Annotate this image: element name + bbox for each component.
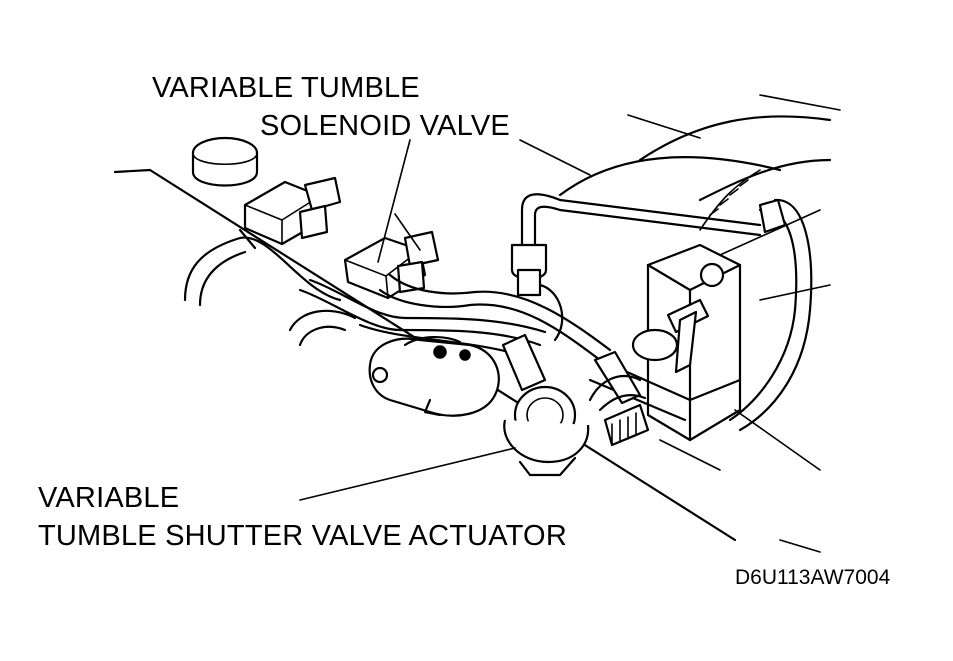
left-solenoid-unit: [238, 176, 342, 250]
vacuum-line: [510, 193, 813, 432]
filler-cap: [191, 136, 259, 187]
actuator-leader-line: [299, 447, 516, 501]
harness-hoses: [183, 236, 612, 362]
shutter-valve-actuator: [501, 328, 679, 477]
background-contours: [519, 94, 841, 553]
tumble-solenoid-valve: [343, 213, 440, 300]
actuator-label-line2: TUMBLE SHUTTER VALVE ACTUATOR: [38, 520, 567, 552]
solenoid-leader-line: [377, 139, 411, 263]
actuator-label-line1: VARIABLE: [38, 482, 180, 514]
solenoid-label-line1: VARIABLE TUMBLE: [152, 72, 420, 104]
figure-code: D6U113AW7004: [735, 566, 891, 589]
leader-lines: [299, 139, 516, 501]
lower-manifold: [288, 309, 500, 417]
right-bracket: [588, 243, 742, 442]
solenoid-label-line2: SOLENOID VALVE: [260, 110, 510, 142]
